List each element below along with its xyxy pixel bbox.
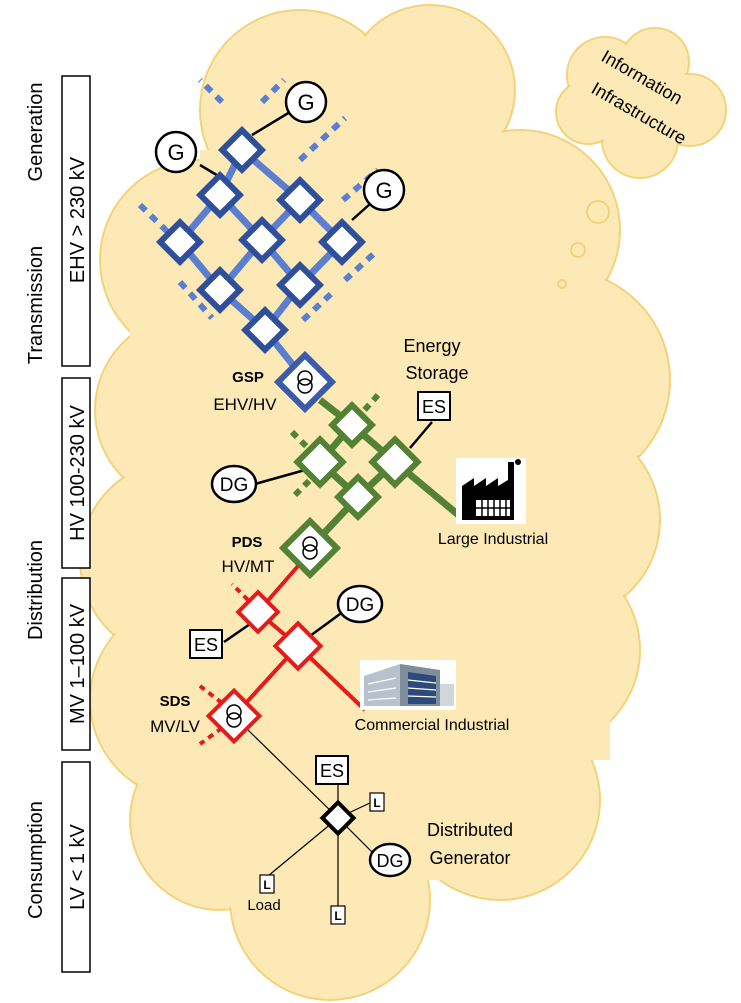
voltage-box-lv: LV < 1 kV [61,761,91,973]
es-lv: ES [315,755,349,785]
load-symbol: L [263,878,270,892]
pds-substation [278,516,342,580]
voltage-box-mv: MV 1–100 kV [61,577,91,751]
load-left: L [259,874,275,894]
load-symbol: L [373,796,380,810]
hv-node [368,435,422,489]
energy-storage-line2: Storage [405,363,468,383]
voltage-label-lv: LV < 1 kV [67,823,89,909]
es-hv: ES [417,391,451,421]
stage-label-consumption: Consumption [25,801,47,919]
transmission-node [275,175,325,225]
dg-label: DG [377,851,404,871]
sds-sub: MV/LV [150,717,200,736]
generator-top: G [284,80,328,124]
gsp-substation [273,350,337,414]
gsp-sub: EHV/HV [213,395,277,414]
voltage-label-hv: HV 100-230 kV [67,405,89,541]
hv-mesh: DG ES [210,391,465,551]
stage-label-transmission: Transmission [25,246,47,364]
dg-label: DG [346,595,375,616]
hv-node [333,472,383,522]
transmission-mesh: G G G [137,77,406,383]
transmission-node [195,170,245,220]
dg-lv: DG [368,842,412,878]
generator-right: G [362,168,406,212]
lv-node [319,799,357,837]
load-symbol: L [334,909,341,923]
voltage-label-ehv: EHV > 230 kV [67,156,89,283]
es-mv: ES [189,629,223,659]
dg-hv: DG [210,464,258,504]
commercial-building-icon [360,660,456,710]
mv-node [235,589,281,635]
distributed-generator-line1: Distributed [427,820,513,840]
pds-name: PDS [232,534,263,551]
load-label: Load [247,897,280,914]
stage-label-distribution: Distribution [25,540,47,640]
lv-network: ES L L L DG [247,729,412,925]
sds-name: SDS [160,693,191,710]
generator-left: G [154,130,198,174]
voltage-box-hv: HV 100-230 kV [61,377,91,569]
mv-node [272,620,324,672]
commercial-industrial-label: Commercial Industrial [355,717,510,734]
generator-label: G [167,140,184,165]
transmission-node [195,265,245,315]
generator-label: G [375,178,392,203]
energy-storage-line1: Energy [403,336,460,356]
distributed-generator-line2: Generator [429,848,510,868]
dg-label: DG [220,475,249,496]
hv-node [327,400,377,450]
es-label: ES [422,397,446,417]
dg-mv: DG [336,584,384,624]
generator-label: G [297,90,314,115]
transmission-node [237,215,287,265]
pds-sub: HV/MT [222,557,275,576]
factory-icon [456,458,526,524]
transmission-node [275,260,325,310]
hv-node [293,435,347,489]
gsp-name: GSP [232,369,264,386]
transmission-node [240,305,290,355]
thought-bubbles [557,200,610,289]
es-label: ES [194,635,218,655]
load-top-right: L [369,792,385,812]
voltage-box-ehv: EHV > 230 kV [61,75,91,367]
mv-network: ES DG [189,564,384,746]
load-bottom: L [330,905,346,925]
transmission-node [317,217,367,267]
transmission-node [155,217,205,267]
transmission-node [217,125,267,175]
es-label: ES [320,761,344,781]
stage-label-generation: Generation [25,83,47,182]
sds-substation [205,687,263,745]
large-industrial-label: Large Industrial [438,531,548,548]
voltage-label-mv: MV 1–100 kV [67,603,89,724]
